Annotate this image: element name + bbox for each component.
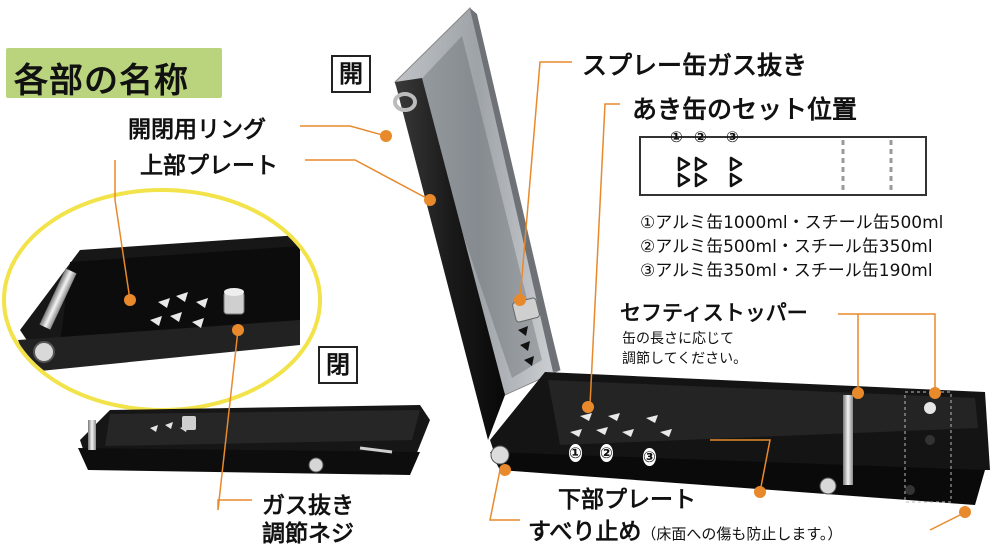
stopper-note-line2: 調節してください。 — [622, 351, 748, 367]
can-position-diagram — [639, 136, 927, 196]
can-size-2: ②アルミ缶500ml・スチール缶350ml — [640, 237, 933, 257]
product-mark-2: ② — [600, 444, 613, 462]
callout-leaders — [114, 61, 961, 531]
product-mark-1: ① — [569, 444, 582, 462]
open-state-marker: 開 — [331, 55, 371, 93]
label-gas-screw-line2: 調節ネジ — [262, 521, 354, 547]
label-spray-degas: スプレー缶ガス抜き — [582, 51, 808, 80]
diagram-mark-3: ③ — [726, 128, 739, 146]
label-lower-plate: 下部プレート — [558, 487, 696, 513]
open-lower-plate — [490, 372, 990, 505]
product-mark-3: ③ — [643, 448, 656, 466]
label-gas-screw-line1: ガス抜き — [262, 493, 354, 519]
closed-unit — [78, 405, 430, 475]
label-non-slip: すべり止め（床面への傷も防止します。） — [528, 512, 842, 546]
label-upper-plate: 上部プレート — [140, 153, 278, 179]
stopper-note-line1: 缶の長さに応じて — [622, 331, 734, 347]
diagram-mark-1: ① — [670, 128, 683, 146]
label-non-slip-main: すべり止め — [528, 519, 642, 545]
label-can-position: あき缶のセット位置 — [632, 95, 858, 124]
open-upper-plate — [393, 7, 561, 440]
callout-dots — [124, 130, 971, 518]
zoom-detail — [2, 188, 322, 412]
label-non-slip-note: （床面への傷も防止します。） — [641, 525, 843, 543]
can-size-3: ③アルミ缶350ml・スチール缶190ml — [640, 261, 933, 281]
closed-state-marker: 閉 — [318, 346, 358, 384]
title-banner — [6, 48, 222, 98]
label-safety-stopper: セフティストッパー — [620, 301, 808, 325]
page-title: 各部の名称 — [14, 61, 189, 101]
diagram-mark-2: ② — [694, 128, 707, 146]
label-ring: 開閉用リング — [128, 117, 266, 143]
can-size-1: ①アルミ缶1000ml・スチール缶500ml — [640, 213, 944, 233]
